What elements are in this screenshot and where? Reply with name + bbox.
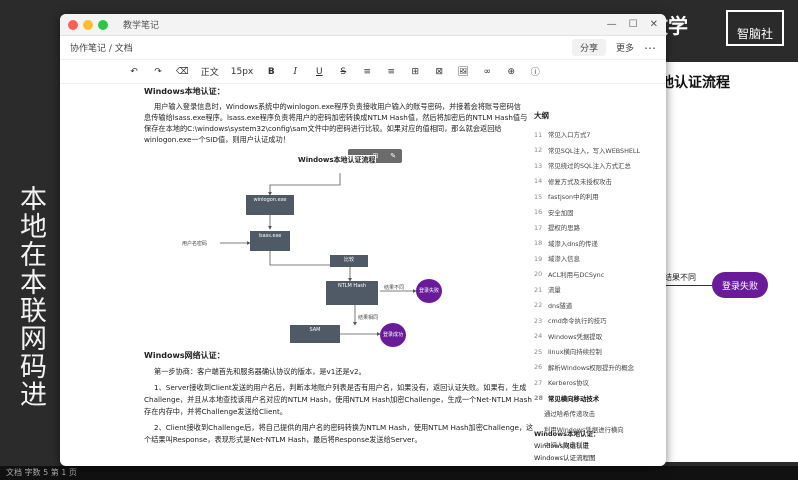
diagram-box-winlogon: winlogon.exe bbox=[246, 195, 294, 215]
outline-bottom: Windows本地认证： Windows网络认证 Windows认证流程图 bbox=[534, 428, 600, 464]
arrow-1 bbox=[268, 173, 341, 196]
image-icon[interactable]: 🖼 bbox=[457, 66, 469, 77]
paragraph-style-select[interactable]: 正文 bbox=[200, 68, 219, 78]
diagram-node-fail: 登录失败 bbox=[416, 279, 442, 303]
breadcrumb[interactable]: 协作笔记 / 文档 bbox=[70, 44, 133, 54]
underline-button[interactable]: U bbox=[315, 66, 323, 77]
align-icon[interactable]: ≡ bbox=[363, 66, 372, 77]
strikethrough-button[interactable]: S bbox=[340, 66, 347, 77]
section-heading-local-auth: Windows本地认证： bbox=[144, 87, 225, 96]
font-size-select[interactable]: 15px bbox=[230, 66, 254, 77]
insert-icon[interactable]: ⊕ bbox=[507, 66, 516, 77]
diagram-label-diff: 结果不同 bbox=[384, 285, 405, 291]
document-topbar: 协作笔记 / 文档 分享 更多 ⋯ bbox=[60, 36, 666, 60]
diagram-label-input: 用户名密码 bbox=[182, 241, 208, 247]
topbar-actions: 分享 更多 ⋯ bbox=[571, 39, 656, 56]
more-button[interactable]: 更多 bbox=[615, 44, 634, 54]
background-side-text: 本地在本联网码进 bbox=[20, 186, 47, 410]
link-icon[interactable]: ∞ bbox=[483, 66, 492, 77]
share-button[interactable]: 分享 bbox=[571, 39, 606, 56]
outline-bottom-item[interactable]: Windows认证流程图 bbox=[534, 454, 596, 462]
diagram-label-same: 结果相同 bbox=[358, 315, 379, 321]
window-controls: — ☐ ✕ bbox=[607, 19, 658, 30]
diagram-expand-icon[interactable]: ⊞ bbox=[372, 151, 379, 160]
diagram-edit-icon[interactable]: ✎ bbox=[390, 151, 397, 160]
document-body[interactable]: Windows本地认证： 用户输入登录信息时，Windows系统中的winlog… bbox=[144, 86, 528, 357]
document-body-section2[interactable]: Windows网络认证： 第一步协商：客户端首先和服务器确认协议的版本，是v1还… bbox=[144, 350, 536, 450]
background-logo: 智脑社 bbox=[726, 10, 784, 46]
diagram-box-compare: 比较 bbox=[330, 255, 368, 267]
undo-icon[interactable]: ↶ bbox=[130, 66, 138, 77]
title-bar: 教学笔记 — ☐ ✕ bbox=[60, 14, 666, 36]
background-slide-panel bbox=[640, 62, 798, 462]
list-icon[interactable]: ≡ bbox=[387, 66, 396, 77]
outline-sub-item[interactable]: 利用Windows凭据进行横向 bbox=[544, 425, 624, 434]
more-icon[interactable]: ⋯ bbox=[644, 40, 656, 55]
paragraph-step2: 2、Client接收到Challenge后，将自己提供的用户名的密码转换为NTL… bbox=[144, 423, 534, 444]
diagram-title: Windows本地认证流程 bbox=[298, 155, 376, 166]
diagram-box-ntlm: NTLM Hash bbox=[326, 281, 378, 305]
outline-sub-item[interactable]: 通过哈希传递攻击 bbox=[544, 410, 596, 419]
outline-bottom-title[interactable]: Windows本地认证： bbox=[534, 430, 600, 438]
minimize-dot-icon[interactable] bbox=[83, 19, 93, 30]
flow-diagram[interactable]: ⋯ ⊞ ✎ Windows本地认证流程 winlogon.exe lsass.e… bbox=[180, 149, 470, 349]
outline-bottom-item[interactable]: Windows网络认证 bbox=[534, 442, 590, 450]
editor-window: 教学笔记 — ☐ ✕ 协作笔记 / 文档 分享 更多 ⋯ ↶ ↷ ⌫ 正文 15… bbox=[60, 14, 666, 466]
info-icon[interactable]: ⓘ bbox=[530, 68, 540, 78]
clear-format-icon[interactable]: ⌫ bbox=[176, 66, 189, 77]
diagram-arrows bbox=[220, 173, 417, 336]
window-title: 教学笔记 bbox=[123, 21, 160, 31]
paragraph-local-auth: 用户输入登录信息时，Windows系统中的winlogon.exe程序负责接收用… bbox=[144, 102, 528, 144]
minimize-icon[interactable]: — bbox=[606, 19, 617, 30]
arrow-3 bbox=[269, 251, 352, 282]
paragraph-step1: 1、Server接收到Client发送的用户名后，判断本地账户列表是否有用户名，… bbox=[144, 383, 532, 416]
grid-icon[interactable]: ⊠ bbox=[435, 66, 444, 77]
diagram-box-lsass: lsass.exe bbox=[250, 231, 290, 251]
outline-sub-item[interactable]: 中间人攻击利用 bbox=[544, 441, 589, 450]
italic-button[interactable]: I bbox=[293, 66, 298, 77]
background-arrow-label: 结果不同 bbox=[664, 273, 696, 282]
format-toolbar: ↶ ↷ ⌫ 正文 15px B I U S ≡ ≡ ⊞ ⊠ 🖼 ∞ ⊕ ⓘ bbox=[60, 60, 666, 84]
close-icon[interactable]: ✕ bbox=[649, 19, 658, 30]
section-heading-network-auth: Windows网络认证： bbox=[144, 351, 225, 360]
redo-icon[interactable]: ↷ bbox=[154, 66, 162, 77]
maximize-icon[interactable]: ☐ bbox=[628, 19, 638, 30]
diagram-node-success: 登录成功 bbox=[380, 323, 406, 347]
paragraph-negotiate: 第一步协商：客户端首先和服务器确认协议的版本，是v1还是v2。 bbox=[154, 367, 366, 376]
diagram-box-sam: SAM bbox=[290, 325, 340, 343]
status-bar: 文档 字数 5 第 1 页 bbox=[0, 466, 798, 480]
logo-text: 智脑社 bbox=[736, 27, 773, 41]
close-dot-icon[interactable] bbox=[68, 19, 78, 30]
table-icon[interactable]: ⊞ bbox=[411, 66, 420, 77]
background-arrow bbox=[662, 285, 712, 286]
maximize-dot-icon[interactable] bbox=[98, 19, 108, 30]
outline-title: 大纲 bbox=[534, 111, 549, 120]
background-node: 登录失败 bbox=[712, 272, 768, 298]
bold-button[interactable]: B bbox=[267, 66, 275, 77]
